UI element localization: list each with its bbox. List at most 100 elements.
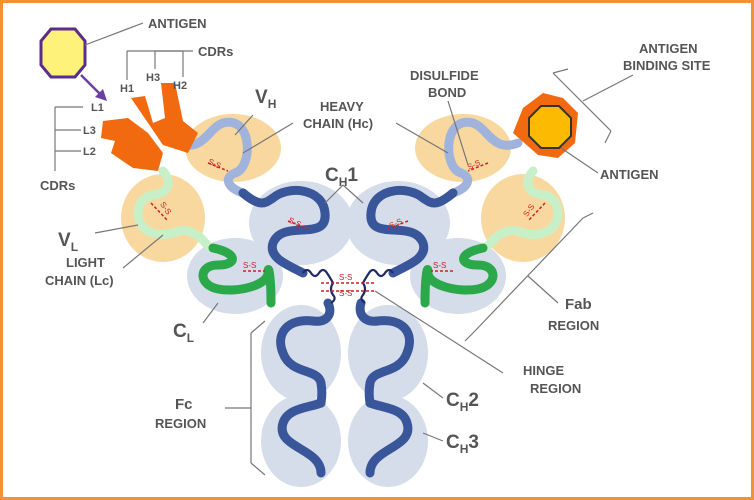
antigen-right-leader: [560, 147, 599, 174]
label-ch3: CH3: [446, 432, 479, 456]
label-fc-1: Fc: [175, 396, 193, 413]
ss-text: S-S S-S S-S S-S S-S S-S S-S S-S S-S S-S: [158, 157, 536, 298]
hinge-right: [360, 268, 394, 304]
label-disulfide-1: DISULFIDE: [410, 68, 479, 83]
label-h3: H3: [146, 72, 160, 84]
label-antigen-top: ANTIGEN: [148, 16, 207, 31]
label-ch1: CH1: [325, 165, 358, 189]
label-light-chain-2: CHAIN (Lc): [45, 273, 114, 288]
label-fab-1: Fab: [565, 296, 592, 313]
antigen-top-leader: [84, 22, 144, 46]
binding-site-bracket-l: [552, 72, 612, 132]
vh-leader: [234, 114, 254, 136]
hinge: [302, 268, 394, 304]
label-binding-site-2: BINDING SITE: [623, 58, 711, 73]
ch3-left-chain: [277, 398, 326, 478]
cl-right-bg: [410, 238, 506, 314]
ch1-left-chain: [238, 186, 330, 278]
label-fc-2: REGION: [155, 416, 206, 431]
ss-cl-left-text: S-S: [243, 261, 256, 270]
ss-hinge-bottom: S-S: [339, 289, 352, 298]
ch3-right-chain: [365, 398, 413, 478]
heavy-chain-constant: [238, 186, 458, 478]
ch3-leader: [422, 432, 444, 442]
ss-ch1-left: [287, 220, 309, 230]
label-light-chain-1: LIGHT: [66, 255, 105, 270]
antibody-structure-svg: S-S S-S S-S S-S S-S S-S S-S S-S S-S S-S: [39, 16, 711, 487]
cdr-left: [101, 83, 198, 171]
ss-vl-right: [527, 202, 546, 222]
heavy-chain-variable: [173, 117, 523, 198]
vl-leader: [94, 224, 139, 234]
label-cdrs-top: CDRs: [198, 44, 233, 59]
vl-left-chain: [133, 166, 218, 253]
antigen-arrow-head: [95, 89, 107, 101]
vl-right-chain: [478, 166, 563, 253]
hinge-left: [302, 268, 336, 304]
vh-left-loop: [173, 117, 252, 198]
binding-site-bracket-b: [604, 130, 612, 144]
label-h2: H2: [173, 80, 187, 92]
ch2-right-chain: [355, 298, 414, 408]
label-vl: VL: [58, 230, 78, 254]
fab-bracket-b: [464, 332, 474, 342]
light-chain-constant: [198, 243, 498, 308]
label-heavy-chain-2: CHAIN (Hc): [303, 116, 373, 131]
vh-right-loop: [444, 117, 523, 198]
ss-hinge-top: S-S: [339, 273, 352, 282]
label-vh: VH: [255, 87, 276, 111]
disulfide-leader: [447, 100, 469, 166]
fc-bracket-b: [250, 462, 266, 476]
fab-bracket: [472, 217, 584, 334]
antigen-bound-icon: [528, 105, 572, 149]
light-chain-leader: [122, 234, 164, 269]
label-binding-site-1: ANTIGEN: [639, 41, 698, 56]
cdr-h-left: [131, 83, 198, 153]
hinge-leader: [374, 290, 504, 374]
cl-left-chain: [198, 243, 276, 308]
ch1-bracket-l: [324, 184, 344, 204]
cl-leader: [202, 302, 219, 324]
ss-ch1-right: [387, 220, 409, 230]
label-l2: L2: [83, 146, 96, 158]
label-l1: L1: [91, 102, 104, 114]
heavy-chain-leader: [242, 122, 294, 154]
binding-site-leader: [582, 74, 634, 102]
heavy-chain-leader-r: [395, 122, 449, 154]
disulfide-bonds: [150, 162, 546, 292]
antigen-top: [39, 27, 107, 101]
label-cl: CL: [173, 321, 194, 345]
ch1-right-chain: [366, 186, 458, 278]
label-heavy-chain-1: HEAVY: [320, 99, 364, 114]
label-ch2: CH2: [446, 390, 479, 414]
antigen-bound: [528, 105, 572, 149]
cl-left-bg: [187, 238, 283, 314]
antigen-top-icon: [39, 27, 87, 79]
ch1-bracket-r: [342, 184, 364, 204]
label-hinge-2: REGION: [530, 381, 581, 396]
text-labels: ANTIGEN CDRs H1 H3 H2 L1 L3 L2 CDRs VL V…: [40, 16, 711, 456]
ss-vh-left: [207, 162, 229, 172]
vl-right-bg: [481, 174, 565, 262]
leader-lines: [54, 22, 634, 476]
cl-right-chain: [420, 243, 498, 308]
label-hinge-1: HINGE: [523, 363, 565, 378]
fab-bracket-t: [582, 212, 594, 219]
antigen-arrow: [80, 74, 102, 96]
ch2-left-chain: [276, 298, 335, 408]
label-fab-2: REGION: [548, 318, 599, 333]
label-antigen-right: ANTIGEN: [600, 167, 659, 182]
ss-vl-left: [150, 202, 169, 222]
ch2-leader: [422, 382, 444, 399]
label-l3: L3: [83, 125, 96, 137]
ss-vh-right: [467, 162, 489, 172]
fc-bracket-t: [250, 320, 266, 334]
label-disulfide-2: BOND: [428, 85, 466, 100]
binding-site-bracket-t: [552, 68, 569, 74]
ss-cl-right-text: S-S: [433, 261, 446, 270]
label-h1: H1: [120, 83, 134, 95]
light-chain-variable: [133, 166, 563, 253]
label-cdrs-left: CDRs: [40, 178, 75, 193]
fab-leader: [527, 275, 559, 304]
